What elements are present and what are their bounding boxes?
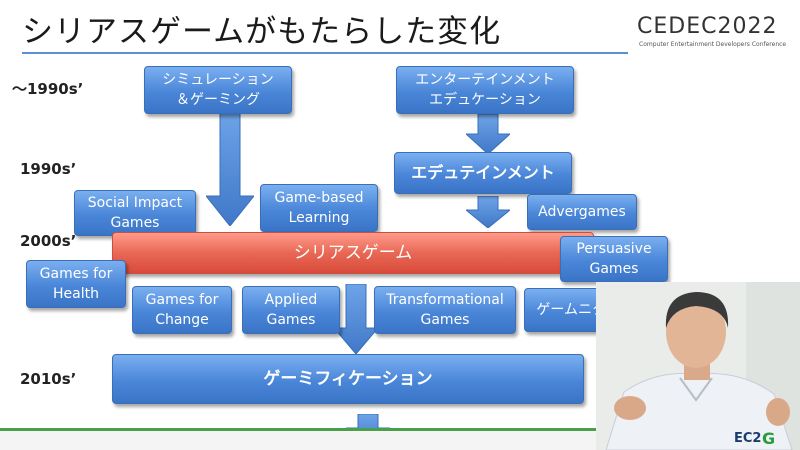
box-gamification-label: ゲーミフィケーション — [263, 369, 433, 389]
box-change-line1: Games for — [145, 292, 219, 308]
box-game-based-learning: Game-based Learning — [260, 184, 378, 232]
box-transformational-games: Transformational Games — [374, 286, 516, 334]
title-underline — [22, 52, 628, 54]
box-simulation-line1: シミュレーション — [162, 72, 274, 88]
svg-text:G: G — [762, 429, 775, 448]
box-edutainment-label: エデュテインメント — [411, 163, 555, 182]
box-gbl-line2: Learning — [288, 210, 350, 226]
cedec-logo-subtitle: Computer Entertainment Developers Confer… — [639, 41, 787, 48]
box-simulation-gaming: シミュレーション ＆ゲーミング — [144, 66, 292, 114]
box-applied-games: Applied Games — [242, 286, 340, 334]
arrow-edu-to-edutainment — [466, 114, 510, 154]
arrow-serious-to-gamification — [334, 284, 378, 354]
box-edutainment: エデュテインメント — [394, 152, 572, 194]
footer-logo-fragment: EC2 — [734, 431, 761, 446]
era-label-2000s: 2000s’ — [20, 232, 77, 250]
box-health-line2: Health — [53, 286, 99, 302]
box-health-line1: Games for — [39, 266, 113, 282]
box-persuasive-line2: Games — [589, 261, 639, 277]
box-persuasive-games: Persuasive Games — [560, 236, 668, 282]
box-social-line1: Social Impact — [87, 195, 183, 211]
box-social-impact-games: Social Impact Games — [74, 190, 196, 236]
cedec-logo-text: CEDEC2022 — [637, 14, 778, 39]
box-applied-line1: Applied — [264, 292, 318, 308]
box-advergames-label: Advergames — [538, 204, 626, 220]
box-transformational-line1: Transformational — [386, 292, 504, 308]
era-label-2010s: 2010s’ — [20, 370, 77, 388]
box-gbl-line1: Game-based — [274, 190, 364, 206]
box-games-for-health: Games for Health — [26, 260, 126, 308]
box-social-line2: Games — [110, 215, 160, 231]
box-applied-line2: Games — [266, 312, 316, 328]
slide-title: シリアスゲームがもたらした変化 — [22, 14, 502, 50]
box-games-for-change: Games for Change — [132, 286, 232, 334]
box-serious-games-label: シリアスゲーム — [293, 243, 413, 263]
arrow-simulation-to-serious — [206, 108, 254, 226]
speaker-video-inset: EC2 G — [596, 282, 800, 450]
era-label-pre-1990s: ～1990s’ — [12, 80, 84, 98]
box-gamification: ゲーミフィケーション — [112, 354, 584, 404]
arrow-edutainment-to-serious — [466, 196, 510, 228]
speaker-silhouette: EC2 G — [596, 282, 800, 450]
box-transformational-line2: Games — [420, 312, 470, 328]
cedec-logo: CEDEC2022 Computer Entertainment Develop… — [637, 14, 787, 50]
box-simulation-line2: ＆ゲーミング — [176, 92, 260, 108]
box-persuasive-line1: Persuasive — [576, 241, 652, 257]
box-change-line2: Change — [155, 312, 209, 328]
era-label-1990s: 1990s’ — [20, 160, 77, 178]
box-ent-edu-line1: エンターテインメント — [415, 72, 555, 88]
box-advergames: Advergames — [527, 194, 637, 230]
box-serious-games: シリアスゲーム — [112, 232, 594, 274]
box-entertainment-education: エンターテインメント エデュケーション — [396, 66, 574, 114]
footer-green-rule — [0, 428, 800, 431]
box-ent-edu-line2: エデュケーション — [429, 92, 541, 108]
